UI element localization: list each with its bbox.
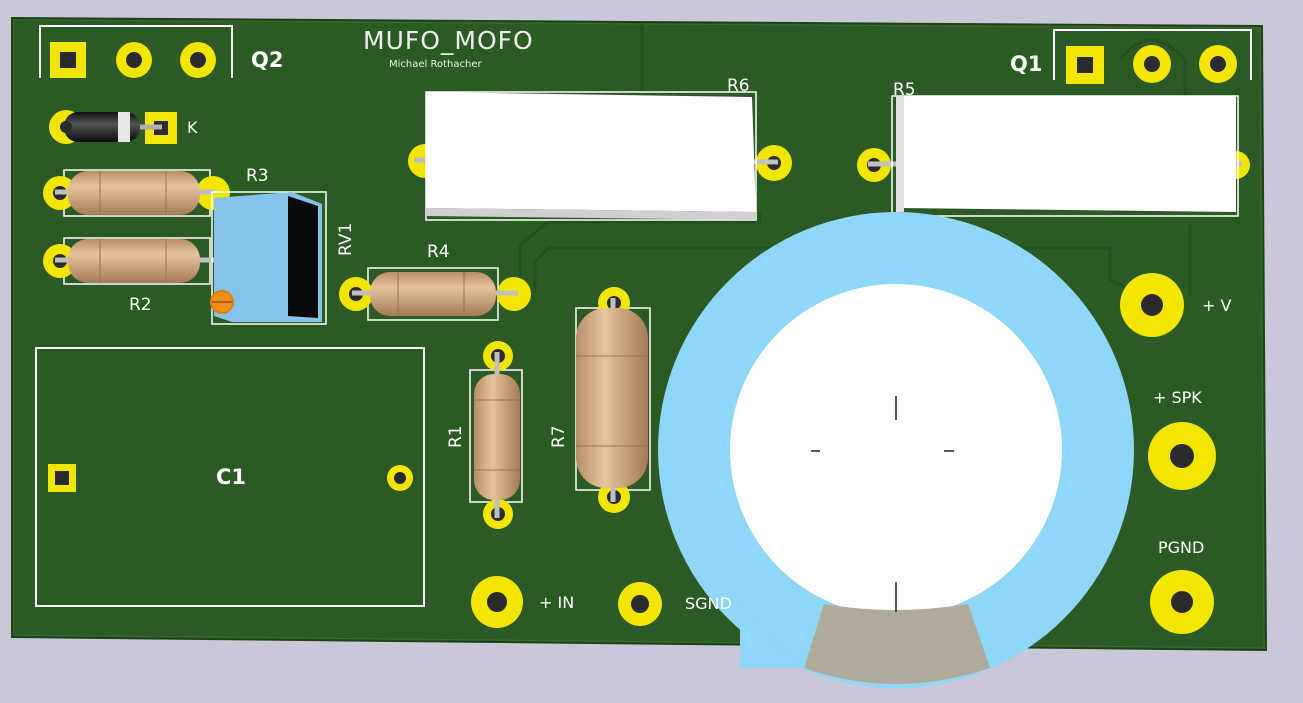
label-r5: R5 xyxy=(893,80,916,100)
resistor-r4[interactable] xyxy=(339,267,531,321)
label-r3: R3 xyxy=(246,166,269,186)
board-author: Michael Rothacher xyxy=(389,59,482,70)
resistor-r6[interactable] xyxy=(408,91,792,221)
resistor-r1[interactable] xyxy=(469,341,523,529)
resistor-r2[interactable] xyxy=(43,237,220,285)
pad-v-plus[interactable] xyxy=(1120,273,1184,337)
pad-spk-plus[interactable] xyxy=(1148,422,1216,490)
electrolytic-capacitor[interactable] xyxy=(658,212,1134,688)
label-r2: R2 xyxy=(129,295,152,315)
label-r7: R7 xyxy=(549,425,569,448)
label-spk-plus: + SPK xyxy=(1153,388,1202,407)
label-r6: R6 xyxy=(727,76,750,96)
capacitor-c1[interactable] xyxy=(35,347,425,607)
resistor-r5[interactable] xyxy=(857,95,1250,217)
label-r1: R1 xyxy=(446,425,466,448)
trimmer-rv1[interactable] xyxy=(210,191,327,325)
pad-sgnd[interactable] xyxy=(618,582,662,626)
pcb-edge-highlight xyxy=(13,19,1265,649)
resistor-r3[interactable] xyxy=(43,169,230,217)
q1-silkscreen xyxy=(1053,29,1252,80)
label-q2: Q2 xyxy=(251,48,284,72)
resistor-r7[interactable] xyxy=(575,287,651,513)
label-v-plus: + V xyxy=(1202,296,1232,315)
label-r4: R4 xyxy=(427,242,450,262)
diode-k[interactable] xyxy=(49,110,177,144)
label-pgnd: PGND xyxy=(1158,538,1205,557)
label-k: K xyxy=(187,118,198,137)
q2-pads[interactable] xyxy=(50,42,216,78)
q1-pads[interactable] xyxy=(1066,45,1237,84)
label-q1: Q1 xyxy=(1010,52,1043,76)
pad-pgnd[interactable] xyxy=(1150,570,1214,634)
label-in-plus: + IN xyxy=(539,593,575,612)
label-c1: C1 xyxy=(216,465,247,489)
pad-in-plus[interactable] xyxy=(471,576,523,628)
label-sgnd: SGND xyxy=(685,594,732,613)
label-rv1: RV1 xyxy=(336,222,356,256)
board-title: MUFO_MOFO xyxy=(363,26,534,55)
q2-silkscreen xyxy=(39,25,233,78)
